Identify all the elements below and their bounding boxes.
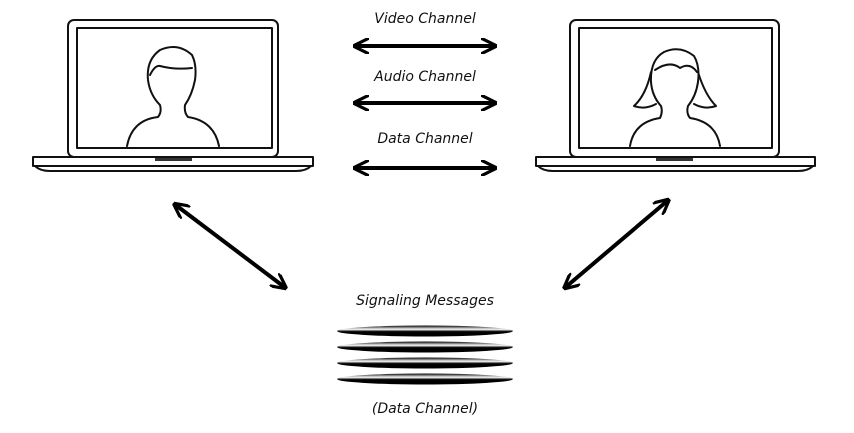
message-stack-icon	[337, 325, 513, 385]
signaling-subtitle: (Data Channel)	[372, 401, 478, 417]
message-disc	[337, 357, 513, 369]
left-laptop-man-icon	[32, 19, 314, 172]
audio-channel-label: Audio Channel	[373, 69, 476, 85]
data-channel-label: Data Channel	[377, 131, 472, 147]
right-laptop-woman-icon	[535, 19, 816, 172]
message-disc	[337, 341, 513, 353]
signaling-messages-title: Signaling Messages	[356, 293, 494, 309]
left-signaling-arrow-icon	[177, 206, 283, 286]
message-disc	[337, 373, 513, 385]
man-silhouette-icon	[126, 45, 220, 147]
video-channel-label: Video Channel	[374, 11, 476, 27]
message-disc	[337, 325, 513, 337]
right-signaling-arrow-icon	[567, 202, 666, 286]
woman-silhouette-icon	[629, 48, 721, 147]
